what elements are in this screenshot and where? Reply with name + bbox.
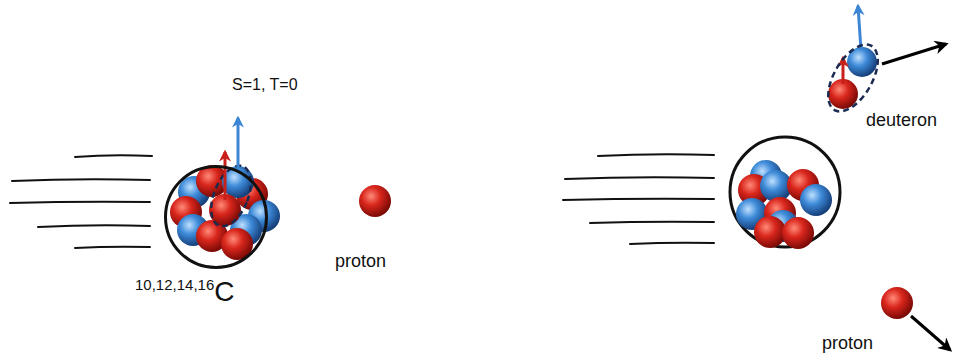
ellipse-outline [818,36,888,119]
motion-lines [563,154,714,244]
sphere [359,185,391,217]
momentum-arrow [911,316,950,350]
pair-outline [203,160,258,232]
proton-sphere: proton [359,185,391,217]
momentum-arrow [882,44,946,64]
proton-sphere: proton [881,287,913,319]
spin-arrow [858,6,861,50]
spin-arrow [237,118,240,168]
deuteron-outline: deuteron [818,35,878,125]
motion-lines [10,155,152,248]
spin-arrow [842,58,845,84]
nucleus-outline [164,165,268,269]
nucleons [736,160,832,249]
sphere [881,287,913,319]
spin-arrow [224,152,227,200]
node-label: proton [822,334,873,354]
proton-sphere [881,287,913,319]
node-label: deuteron [866,111,937,131]
node-label: proton [335,252,386,272]
proton-sphere [359,185,391,217]
spin-isospin-label: S=1, T=0 [232,76,298,94]
node-label: 10,12,14,16C [135,277,234,308]
circle-outline [166,167,267,268]
nucleus-outline: 10,12,14,16C [164,165,268,269]
